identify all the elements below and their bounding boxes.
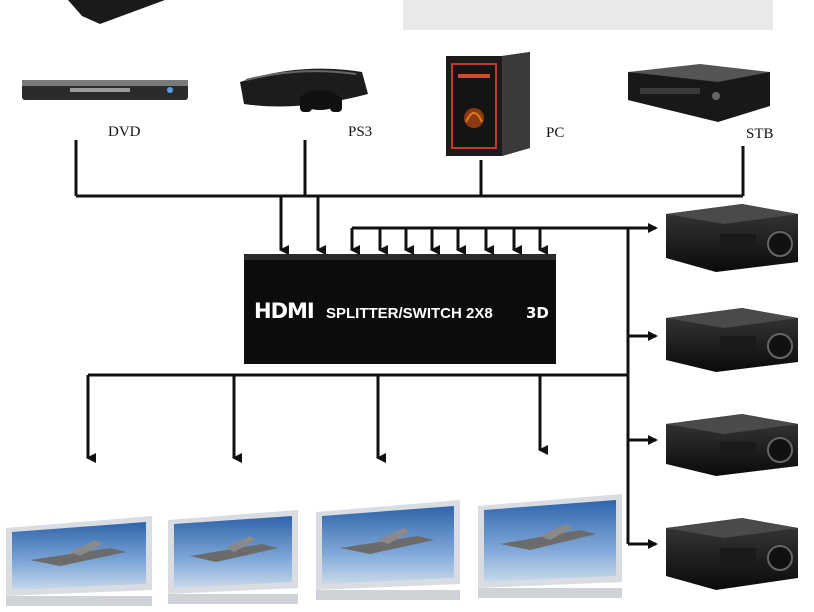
monitor-4 [478, 494, 622, 598]
device-3d-badge: 3D [526, 304, 549, 322]
source-label-ps3: PS3 [348, 124, 372, 140]
projector-2 [666, 308, 798, 372]
set-top-box-icon [628, 64, 770, 122]
projector-3 [666, 414, 798, 476]
monitor-1 [6, 516, 152, 606]
source-label-dvd: DVD [108, 124, 141, 140]
monitor-2 [168, 510, 298, 604]
projector-1 [666, 204, 798, 272]
dvd-player-icon [22, 80, 188, 100]
device-title: SPLITTER/SWITCH 2X8 [326, 305, 493, 322]
projector-4 [666, 518, 798, 590]
game-console-icon [240, 69, 368, 112]
cropped-device-top-left [68, 0, 165, 24]
hdmi-logo: HDMI [254, 299, 314, 323]
hdmi-splitter-device: HDMI SPLITTER/SWITCH 2X8 3D [244, 254, 556, 364]
source-label-pc: PC [546, 125, 564, 141]
monitor-wiring [88, 375, 628, 458]
cropped-image-top-right [403, 0, 773, 30]
output-comb-top [352, 228, 628, 250]
source-label-stb: STB [746, 126, 774, 142]
monitor-3 [316, 500, 460, 600]
projector-wiring [628, 228, 656, 544]
input-wiring [76, 140, 743, 250]
pc-tower-icon [446, 52, 530, 156]
